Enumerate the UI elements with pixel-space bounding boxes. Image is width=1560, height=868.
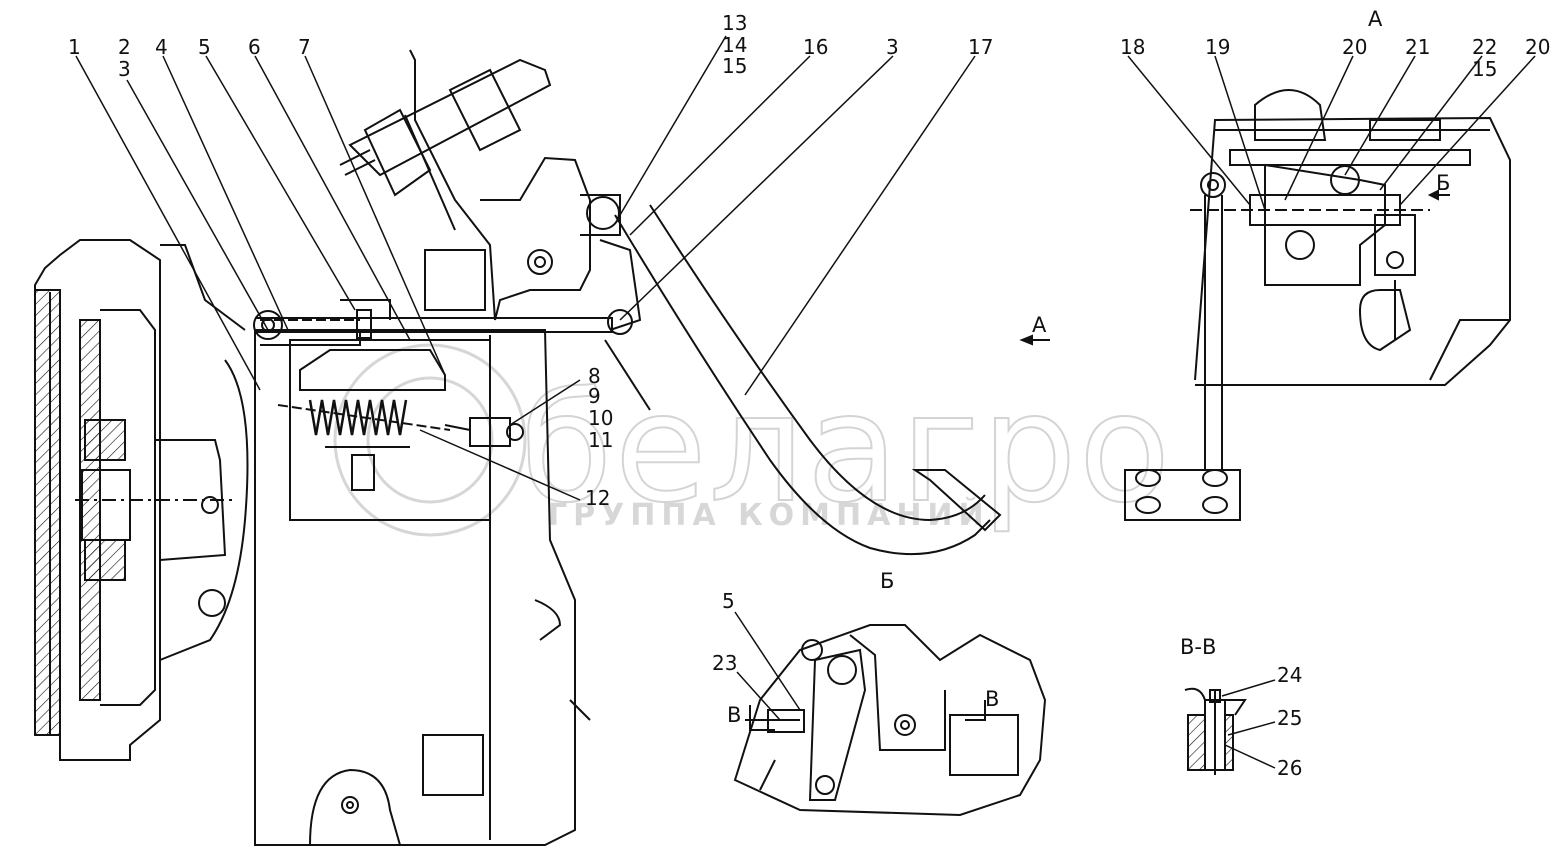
callout-19: 19 xyxy=(1205,35,1230,59)
callout-12: 12 xyxy=(585,486,610,510)
callout-13: 13 xyxy=(722,11,747,35)
view-a-arrow-label: А xyxy=(1032,313,1047,337)
section-vv-detail xyxy=(1184,687,1247,775)
main-assembly xyxy=(34,49,1050,846)
callout-25: 25 xyxy=(1277,706,1302,730)
watermark: белагро ГРУППА КОМПАНИЙ xyxy=(333,343,1172,537)
pedal-bracket-body xyxy=(254,329,591,846)
leader-lines xyxy=(75,35,1536,769)
view-b-arrow-label: Б xyxy=(1436,171,1450,195)
callout-5-view-b: 5 xyxy=(722,589,735,613)
upper-bracket xyxy=(253,156,642,340)
watermark-tagline: ГРУППА КОМПАНИЙ xyxy=(548,497,990,533)
cut-v-left-label: В xyxy=(727,703,741,727)
callout-17: 17 xyxy=(968,35,993,59)
callout-20-right: 20 xyxy=(1525,35,1550,59)
callout-18: 18 xyxy=(1120,35,1145,59)
section-labels: А А Б Б В-В В В xyxy=(727,7,1450,727)
callout-10: 10 xyxy=(588,406,613,430)
callout-11: 11 xyxy=(588,428,613,452)
callout-3: 3 xyxy=(118,57,131,81)
callout-21: 21 xyxy=(1405,35,1430,59)
watermark-brand: белагро xyxy=(520,362,1172,536)
callout-3-upper: 3 xyxy=(886,35,899,59)
callout-2: 2 xyxy=(118,35,131,59)
callout-1: 1 xyxy=(68,35,81,59)
callout-16: 16 xyxy=(803,35,828,59)
callout-15-right: 15 xyxy=(1472,57,1497,81)
view-a-detail xyxy=(1124,89,1511,521)
callout-14: 14 xyxy=(722,33,747,57)
callout-15: 15 xyxy=(722,54,747,78)
watermark-ring xyxy=(333,343,527,537)
watermark-ring-inner xyxy=(366,376,494,504)
callout-labels: 1 2 3 4 5 6 7 8 9 10 11 12 13 14 15 16 3… xyxy=(68,11,1550,780)
callout-7: 7 xyxy=(298,35,311,59)
callout-22: 22 xyxy=(1472,35,1497,59)
pedal-lever xyxy=(604,204,1002,556)
callout-4: 4 xyxy=(155,35,168,59)
callout-24: 24 xyxy=(1277,663,1302,687)
view-a-title: А xyxy=(1368,7,1383,31)
callout-26: 26 xyxy=(1277,756,1302,780)
section-vv-title: В-В xyxy=(1180,635,1216,659)
view-b-title: Б xyxy=(880,569,894,593)
view-b-detail xyxy=(733,624,1047,817)
callout-9: 9 xyxy=(588,384,601,408)
view-a-arrow xyxy=(1019,334,1050,346)
cut-v-right-label: В xyxy=(985,687,999,711)
callout-20-left: 20 xyxy=(1342,35,1367,59)
flywheel-housing xyxy=(34,239,249,761)
callout-6: 6 xyxy=(248,35,261,59)
callout-23: 23 xyxy=(712,651,737,675)
callout-5: 5 xyxy=(198,35,211,59)
callout-8: 8 xyxy=(588,364,601,388)
hydraulic-cylinder xyxy=(339,49,552,321)
